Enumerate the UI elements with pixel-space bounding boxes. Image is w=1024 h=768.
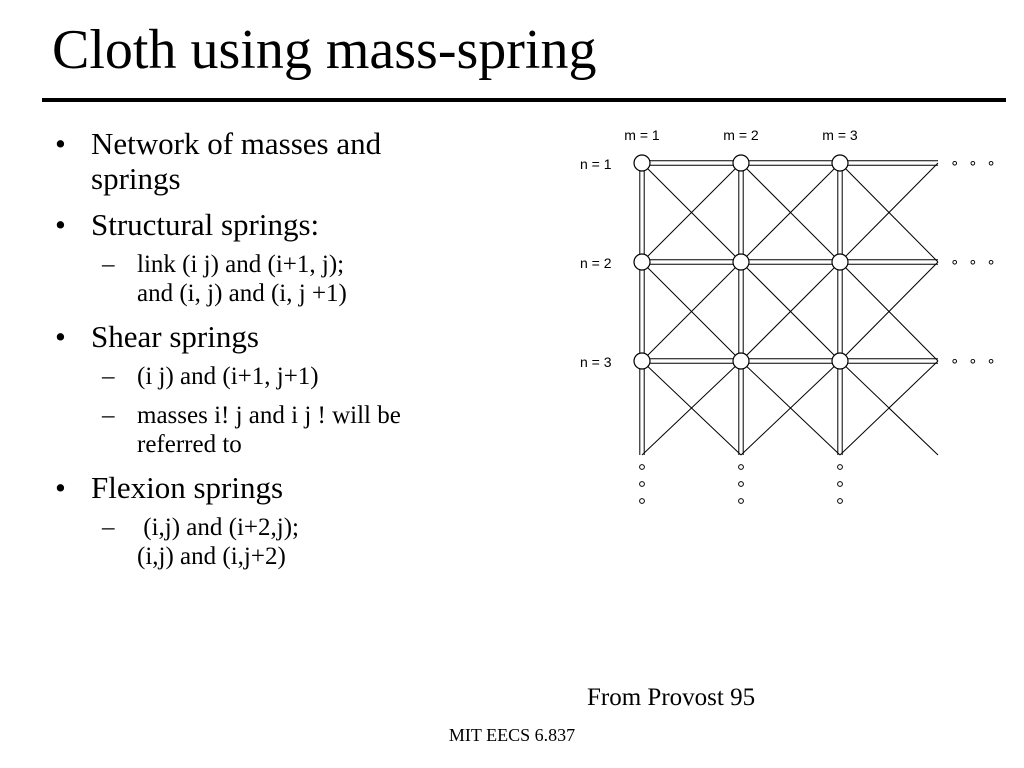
- column-continuation-dot: [837, 464, 843, 470]
- sub-bullet-text: (i,j) and (i+2,j);(i,j) and (i,j+2): [137, 513, 299, 571]
- sub-bullet-line: link (i j) and (i+1, j);: [137, 251, 345, 279]
- column-continuation-dot: [639, 464, 645, 470]
- bullet-item: •Shear springs–(i j) and (i+1, j+1)–mass…: [55, 319, 535, 459]
- bullet-marker: •: [55, 207, 66, 243]
- column-label: m = 1: [624, 127, 660, 143]
- bullet-row: • Structural springs:: [55, 207, 535, 242]
- bullet-text: Structural springs:: [91, 207, 319, 242]
- bullet-text: Flexion springs: [91, 470, 283, 505]
- sub-bullet-line: masses i! j and i j ! will be: [137, 402, 401, 430]
- bullet-row: • Flexion springs: [55, 470, 535, 505]
- row-continuation-glyph: ∘ ∘ ∘: [950, 154, 998, 172]
- mass-node: [633, 352, 651, 370]
- shear-spring: [740, 360, 841, 456]
- mass-node: [831, 352, 849, 370]
- bullet-line: springs: [91, 161, 181, 197]
- sub-bullet-line: (i,j) and (i+2,j);: [137, 514, 299, 542]
- sub-bullet-line: (i,j) and (i,j+2): [137, 543, 286, 571]
- bullet-marker: •: [55, 470, 66, 506]
- mass-node: [732, 154, 750, 172]
- sub-bullet-marker: –: [102, 251, 115, 279]
- row-label: n = 2: [580, 255, 612, 271]
- column-continuation-dot: [639, 481, 645, 487]
- column-continuation-dot: [837, 481, 843, 487]
- bullet-line: Network of masses and: [91, 126, 382, 161]
- column-label: m = 3: [822, 127, 858, 143]
- mass-node: [732, 352, 750, 370]
- column-label: m = 2: [723, 127, 759, 143]
- shear-spring: [641, 261, 742, 362]
- bullet-line: Structural springs:: [91, 207, 320, 243]
- bullet-item: • Flexion springs – (i,j) and (i+2,j);(i,j…: [55, 470, 535, 571]
- row-label: n = 1: [580, 156, 612, 172]
- sub-bullet-line: (i j) and (i+1, j+1): [137, 363, 319, 391]
- shear-spring: [740, 261, 841, 362]
- sub-bullet-text: link (i j) and (i+1, j);and (i, j) and (…: [137, 250, 347, 308]
- row-continuation-glyph: ∘ ∘ ∘: [950, 253, 998, 271]
- column-continuation-dot: [639, 498, 645, 504]
- bullet-line: Shear springs: [91, 319, 259, 355]
- figure-credit: From Provost 95: [587, 684, 756, 711]
- sub-bullet-item: –link (i j) and (i+1, j);and (i, j) and …: [102, 250, 535, 308]
- column-continuation-dot: [738, 498, 744, 504]
- slide-title: Cloth using mass-spring: [52, 19, 597, 81]
- bullet-item: • Structural springs: –link (i j) and (i+1…: [55, 207, 535, 308]
- shear-spring: [839, 360, 939, 456]
- shear-spring: [641, 360, 742, 456]
- shear-spring: [641, 162, 742, 263]
- row-continuation-glyph: ∘ ∘ ∘: [950, 352, 998, 370]
- mass-spring-grid-figure: m = 1 m = 2 m = 3 n = 1 n = 2 n = 3 ∘ ∘ ∘ ∘ ∘ ∘…: [580, 127, 998, 504]
- column-continuation-dot: [738, 481, 744, 487]
- bullet-row: • Shear springs: [55, 319, 535, 354]
- mass-node: [831, 154, 849, 172]
- mass-node: [732, 253, 750, 271]
- sub-bullet-marker: –: [102, 402, 115, 430]
- sub-bullet-marker: –: [102, 363, 115, 391]
- sub-bullet-list: –link (i j) and (i+1, j);and (i, j) and …: [55, 250, 535, 308]
- sub-bullet-list: –(i j) and (i+1, j+1)–masses i! j and i …: [55, 362, 535, 459]
- shear-spring: [839, 261, 939, 362]
- column-continuation-dot: [837, 498, 843, 504]
- mass-node: [831, 253, 849, 271]
- row-label: n = 3: [580, 354, 612, 370]
- bullet-line: Flexion springs: [91, 470, 284, 506]
- sub-bullet-marker: –: [102, 514, 115, 542]
- column-continuation-dot: [738, 464, 744, 470]
- title-rule: [42, 98, 1006, 102]
- slide-footer: MIT EECS 6.837: [448, 725, 576, 745]
- bullet-marker: •: [55, 126, 66, 161]
- shear-spring: [740, 162, 841, 263]
- sub-bullet-line: referred to: [137, 431, 242, 459]
- sub-bullet-list: – (i,j) and (i+2,j);(i,j) and (i,j+2): [55, 513, 535, 571]
- sub-bullet-item: – (i,j) and (i+2,j);(i,j) and (i,j+2): [102, 513, 535, 571]
- mass-node: [633, 154, 651, 172]
- sub-bullet-item: –(i j) and (i+1, j+1): [102, 362, 535, 391]
- bullet-text: Shear springs: [91, 319, 259, 354]
- shear-spring: [839, 162, 939, 263]
- sub-bullet-text: (i j) and (i+1, j+1): [137, 362, 319, 391]
- bullet-marker: •: [55, 319, 66, 355]
- mass-node: [633, 253, 651, 271]
- sub-bullet-line: and (i, j) and (i, j +1): [137, 280, 347, 308]
